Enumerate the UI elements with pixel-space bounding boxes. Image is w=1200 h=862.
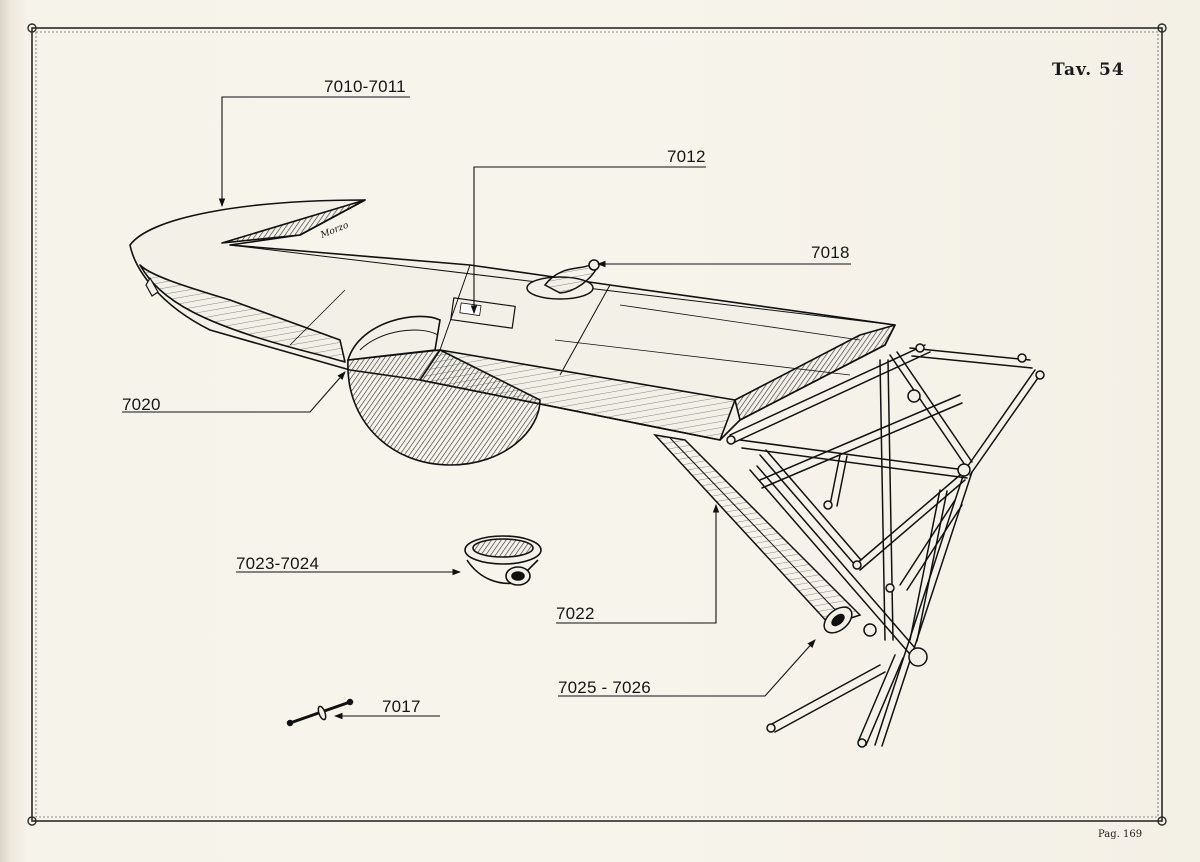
callout-label-7020: 7020: [122, 395, 161, 414]
page-border: [27, 23, 1167, 826]
plate-title: Tav. 54: [1052, 60, 1125, 80]
cup-part: [464, 535, 542, 586]
tubular-frame: [726, 343, 1045, 748]
callout-label-7010-7011: 7010-7011: [324, 77, 406, 96]
callout-label-7025-7026: 7025 - 7026: [558, 678, 651, 697]
callout-label-7012: 7012: [667, 147, 706, 166]
page-number: Pag. 169: [1098, 829, 1143, 840]
fairing-bowl: [346, 315, 541, 466]
callout-label-7022: 7022: [556, 604, 595, 623]
leader-lines: [122, 96, 851, 720]
callout-label-7018: 7018: [811, 243, 850, 262]
wing-inscription: Morzo: [318, 220, 350, 241]
callout-label-7023-7024: 7023-7024: [236, 554, 320, 573]
pin-part: [286, 698, 354, 727]
strut-tube: [652, 433, 862, 634]
handle-part: [526, 259, 600, 300]
callout-label-7017: 7017: [382, 697, 421, 716]
